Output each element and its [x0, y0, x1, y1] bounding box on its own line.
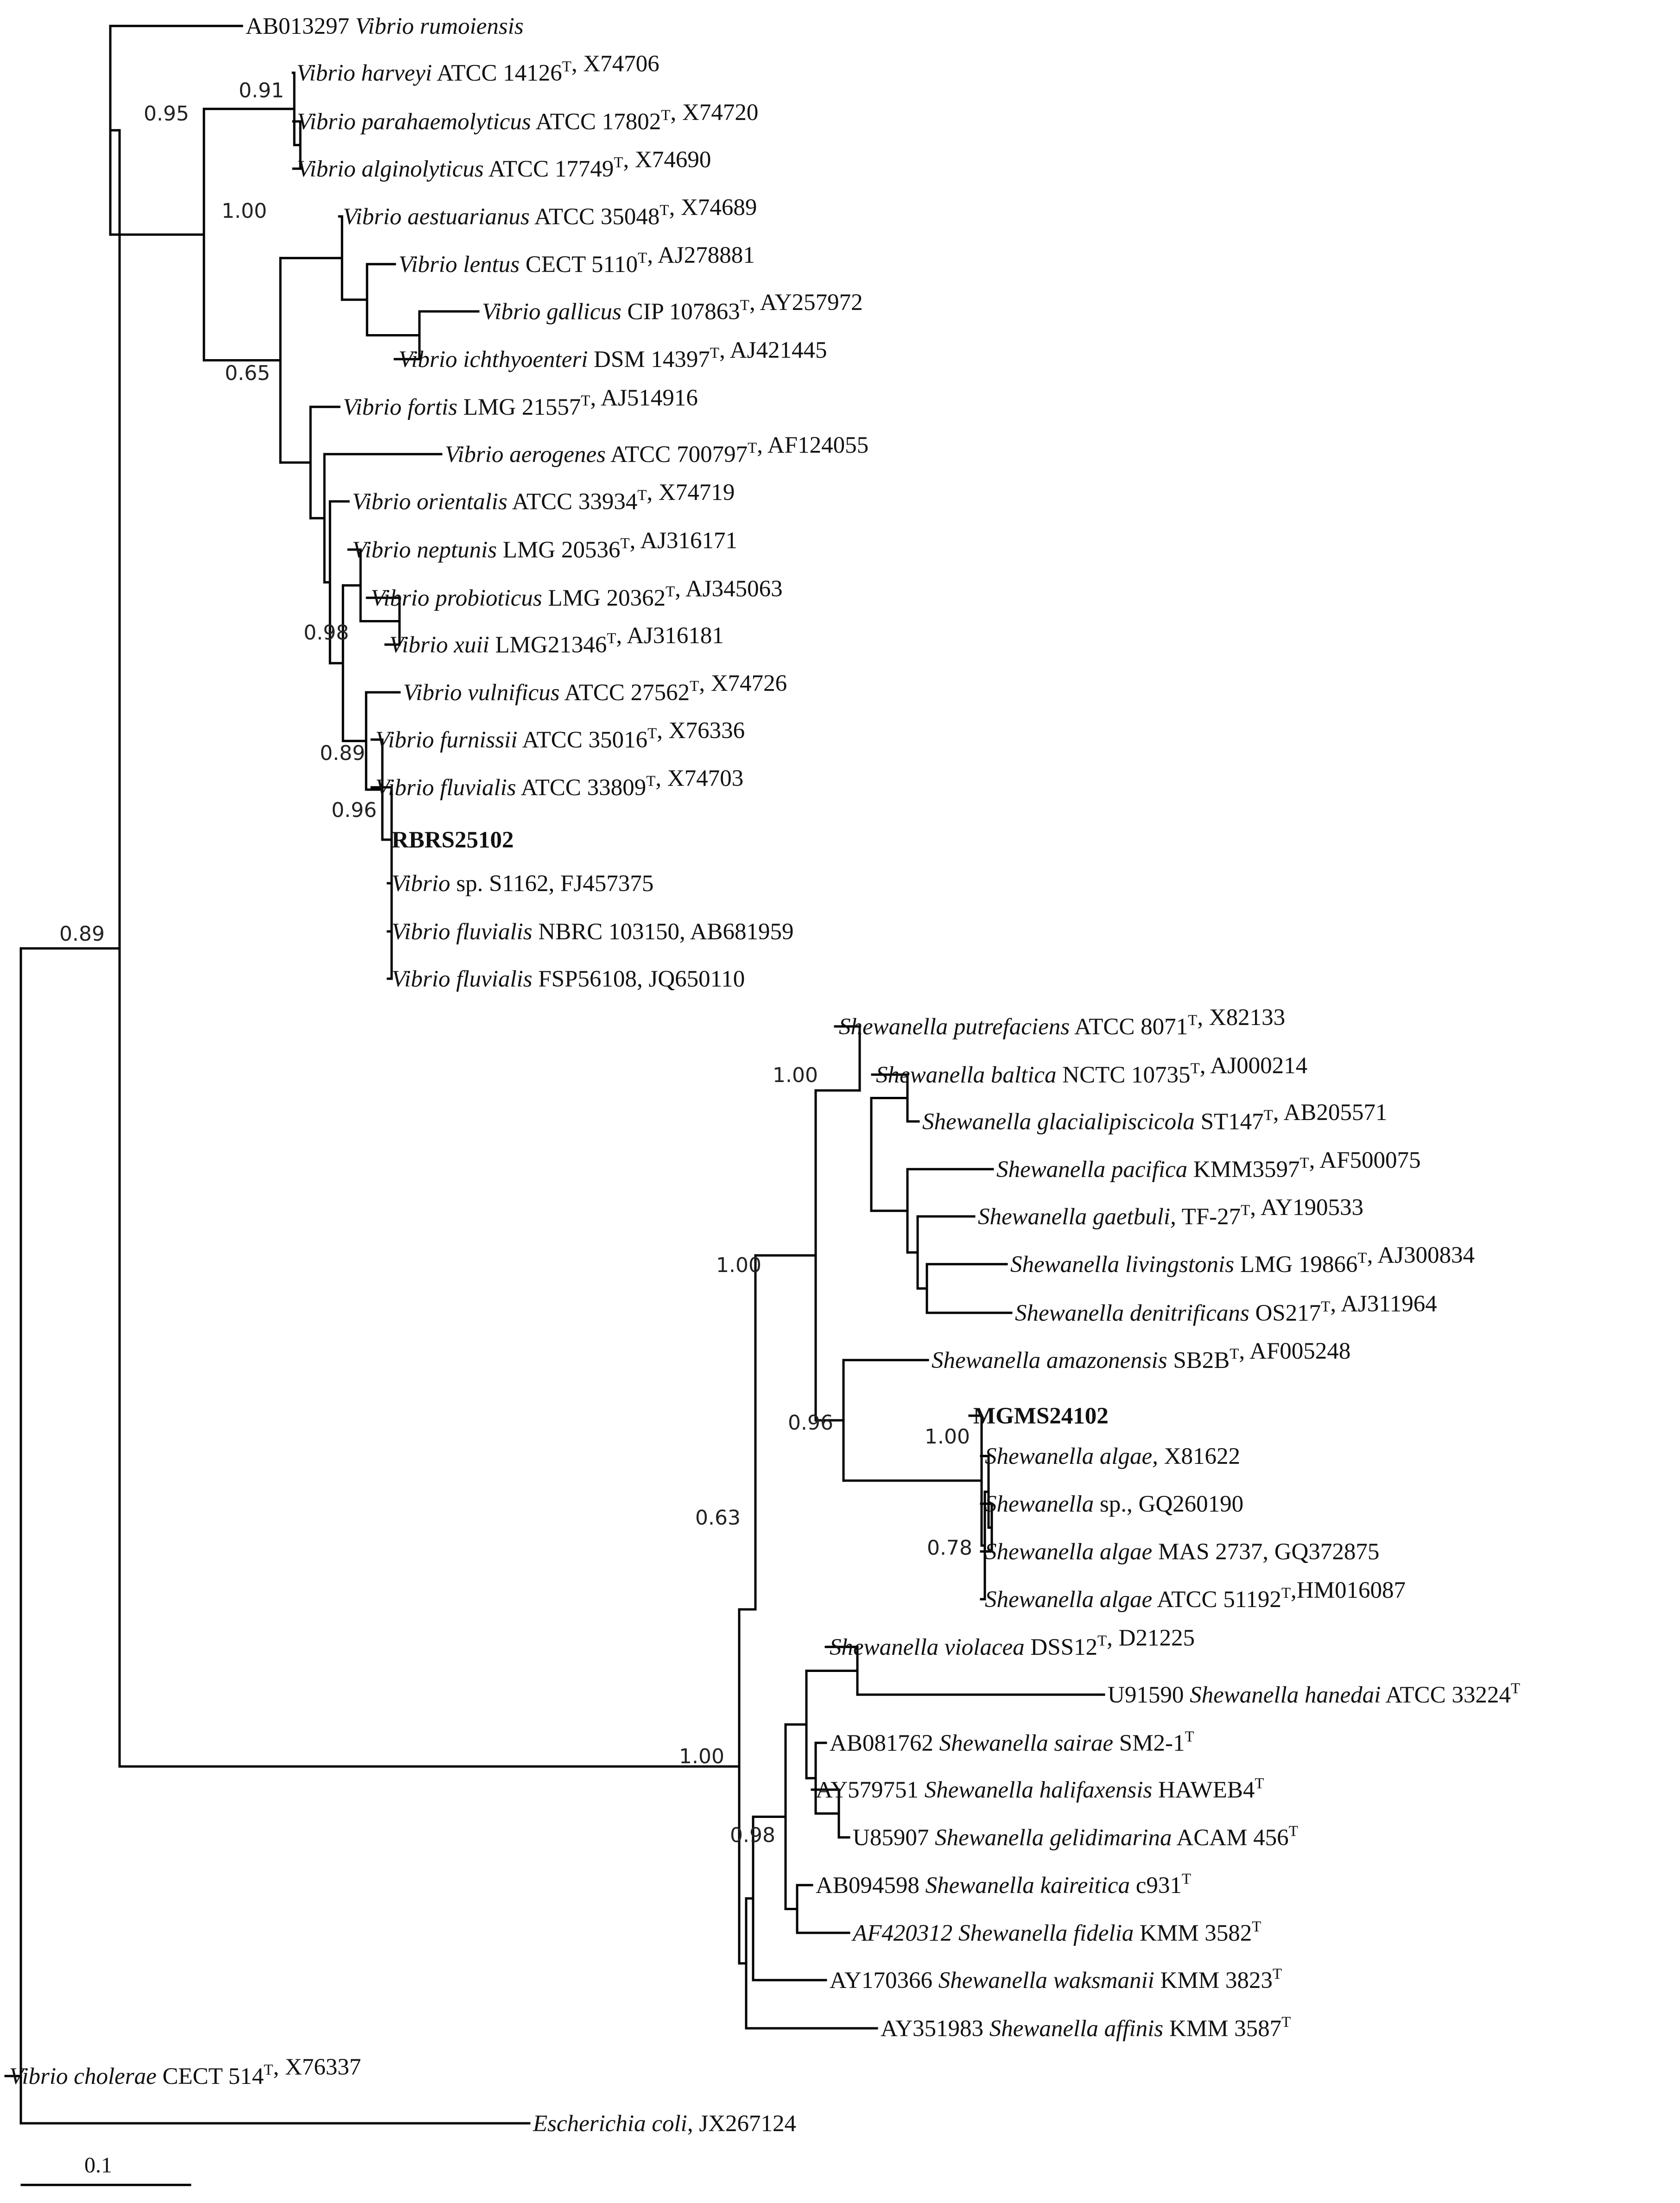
leaf-label-alginolyticus: Vibrio alginolyticus ATCC 17749T, X74690: [297, 147, 711, 182]
leaf-label-hanedai: U91590 Shewanella hanedai ATCC 33224T: [1108, 1680, 1520, 1708]
leaf-label-mgms24102: MGMS24102: [973, 1403, 1109, 1429]
scale-bar: 0.1: [20, 2153, 191, 2186]
leaf-label-sairae: AB081762 Shewanella sairae SM2-1T: [830, 1728, 1194, 1756]
leaf-label-pacifica: Shewanella pacifica KMM3597T, AF500075: [996, 1147, 1421, 1183]
support-value-root: 0.89: [59, 922, 105, 946]
leaf-label-fidelia: AF420312 Shewanella fidelia KMM 3582T: [851, 1918, 1261, 1946]
support-value-algaeSp: 0.78: [927, 1536, 972, 1560]
leaf-label-cholerae: Vibrio cholerae CECT 514T, X76337: [9, 2054, 361, 2089]
leaf-label-denitrificans: Shewanella denitrificans OS217T, AJ31196…: [1015, 1291, 1437, 1326]
support-value-sub: 0.65: [225, 361, 270, 385]
leaf-label-fortis: Vibrio fortis LMG 21557T, AJ514916: [343, 385, 698, 420]
support-value-algae: 1.00: [925, 1425, 970, 1449]
leaf-label-neptunis: Vibrio neptunis LMG 20536T, AJ316171: [352, 528, 737, 563]
support-value-flu: 0.96: [331, 798, 377, 822]
leaf-label-probioticus: Vibrio probioticus LMG 20362T, AJ345063: [371, 576, 783, 611]
support-value-vuln: 0.89: [320, 741, 365, 765]
leaf-label-affinis: AY351983 Shewanella affinis KMM 3587T: [881, 2014, 1291, 2042]
leaf-label-gaetbuli: Shewanella gaetbuli, TF-27T, AY190533: [978, 1195, 1363, 1230]
leaf-label-aestuarianus: Vibrio aestuarianus ATCC 35048T, X74689: [343, 195, 757, 230]
leaf-label-glacialipiscicola: Shewanella glacialipiscicola ST147T, AB2…: [922, 1100, 1387, 1135]
leaf-label-amazonensis: Shewanella amazonensis SB2BT, AF005248: [932, 1338, 1350, 1374]
support-value-prob: 0.98: [304, 621, 349, 645]
support-value-amaz: 0.96: [788, 1411, 833, 1435]
scale-bar-label: 0.1: [84, 2153, 112, 2178]
leaf-label-xuii: Vibrio xuii LMG21346T, AJ316181: [389, 623, 724, 658]
support-value-shew: 1.00: [679, 1745, 724, 1768]
support-value-putref: 1.00: [773, 1064, 818, 1087]
leaf-label-vibrio-sp: Vibrio sp. S1162, FJ457375: [392, 871, 653, 897]
leaf-label-algae-atcc: Shewanella algae ATCC 51192T,HM016087: [985, 1577, 1406, 1613]
leaf-label-gelidimarina: U85907 Shewanella gelidimarina ACAM 456T: [853, 1823, 1298, 1851]
leaf-label-fluvialis-atcc: Vibrio fluvialis ATCC 33809T, X74703: [375, 766, 743, 801]
leaf-label-fluvialis-fsp: Vibrio fluvialis FSP56108, JQ650110: [392, 966, 745, 992]
leaf-label-aerogenes: Vibrio aerogenes ATCC 700797T, AF124055: [445, 432, 869, 468]
leaf-label-kaireitica: AB094598 Shewanella kaireitica c931T: [816, 1871, 1191, 1899]
leaf-label-lentus: Vibrio lentus CECT 5110T, AJ278881: [399, 242, 755, 278]
leaf-label-gallicus: Vibrio gallicus CIP 107863T, AY257972: [482, 290, 863, 325]
support-value-core: 1.00: [222, 199, 267, 223]
leaf-label-putrefaciens: Shewanella putrefaciens ATCC 8071T, X821…: [839, 1005, 1285, 1040]
leaf-label-escherichia-coli: Escherichia coli, JX267124: [533, 2111, 796, 2137]
leaf-label-livingstonis: Shewanella livingstonis LMG 19866T, AJ30…: [1010, 1242, 1475, 1278]
leaf-label-furnissii: Vibrio furnissii ATCC 35016T, X76336: [375, 718, 745, 753]
leaf-label-rumoiensis: AB013297 Vibrio rumoiensis: [246, 13, 524, 39]
leaf-label-algae-x81622: Shewanella algae, X81622: [985, 1443, 1240, 1469]
support-value-vibrio: 0.95: [144, 102, 189, 126]
leaf-label-rbrs25102: RBRS25102: [392, 827, 514, 853]
leaf-label-shewanella-sp: Shewanella sp., GQ260190: [985, 1491, 1243, 1517]
support-value-shewA: 0.63: [695, 1506, 741, 1530]
leaf-label-ichthyoenteri: Vibrio ichthyoenteri DSM 14397T, AJ42144…: [399, 337, 827, 373]
leaf-label-violacea: Shewanella violacea DSS12T, D21225: [830, 1625, 1195, 1660]
leaf-label-fluvialis-nbrc: Vibrio fluvialis NBRC 103150, AB681959: [392, 919, 794, 945]
leaf-label-harveyi: Vibrio harveyi ATCC 14126T, X74706: [297, 51, 659, 86]
leaf-label-halifaxensis: AY579751 Shewanella halifaxensis HAWEB4T: [816, 1775, 1264, 1803]
tree-branches: [4, 25, 1105, 2125]
leaf-label-parahaemolyticus: Vibrio parahaemolyticus ATCC 17802T, X74…: [297, 100, 758, 135]
leaf-label-algae-mas2737: Shewanella algae MAS 2737, GQ372875: [985, 1539, 1379, 1565]
support-value-lower: 0.98: [730, 1823, 775, 1847]
leaf-label-orientalis: Vibrio orientalis ATCC 33934T, X74719: [352, 480, 735, 515]
leaf-label-baltica: Shewanella baltica NCTC 10735T, AJ000214: [876, 1053, 1307, 1088]
support-values: 0.95 0.91 1.00 0.65 0.98 0.89 0.96 0.89 1.00 0.63…: [59, 79, 972, 1847]
support-value-harveyi_para: 0.91: [239, 79, 284, 102]
support-value-shewB: 1.00: [716, 1253, 761, 1277]
leaf-label-waksmanii: AY170366 Shewanella waksmanii KMM 3823T: [830, 1966, 1282, 1994]
leaf-label-vulnificus: Vibrio vulnificus ATCC 27562T, X74726: [403, 671, 787, 706]
